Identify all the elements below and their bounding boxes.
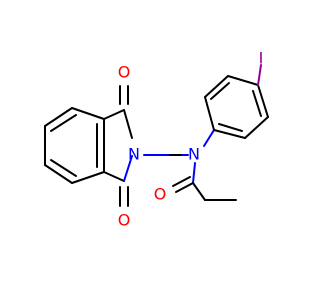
iodophenyl-ring <box>203 64 269 147</box>
oxygen-label-top: O <box>118 63 131 82</box>
imide-ring <box>103 85 133 207</box>
nitrogen-label-imide: N <box>128 145 140 164</box>
oxygen-label-amide: O <box>154 185 167 204</box>
fused-benzene-ring <box>44 107 105 184</box>
nitrogen-label-amide: N <box>188 145 200 164</box>
molecule-structure-diagram: O O O N N I <box>44 49 269 230</box>
oxygen-label-bottom: O <box>118 211 131 230</box>
acetyl-group <box>172 162 237 201</box>
iodine-label: I <box>259 49 264 68</box>
